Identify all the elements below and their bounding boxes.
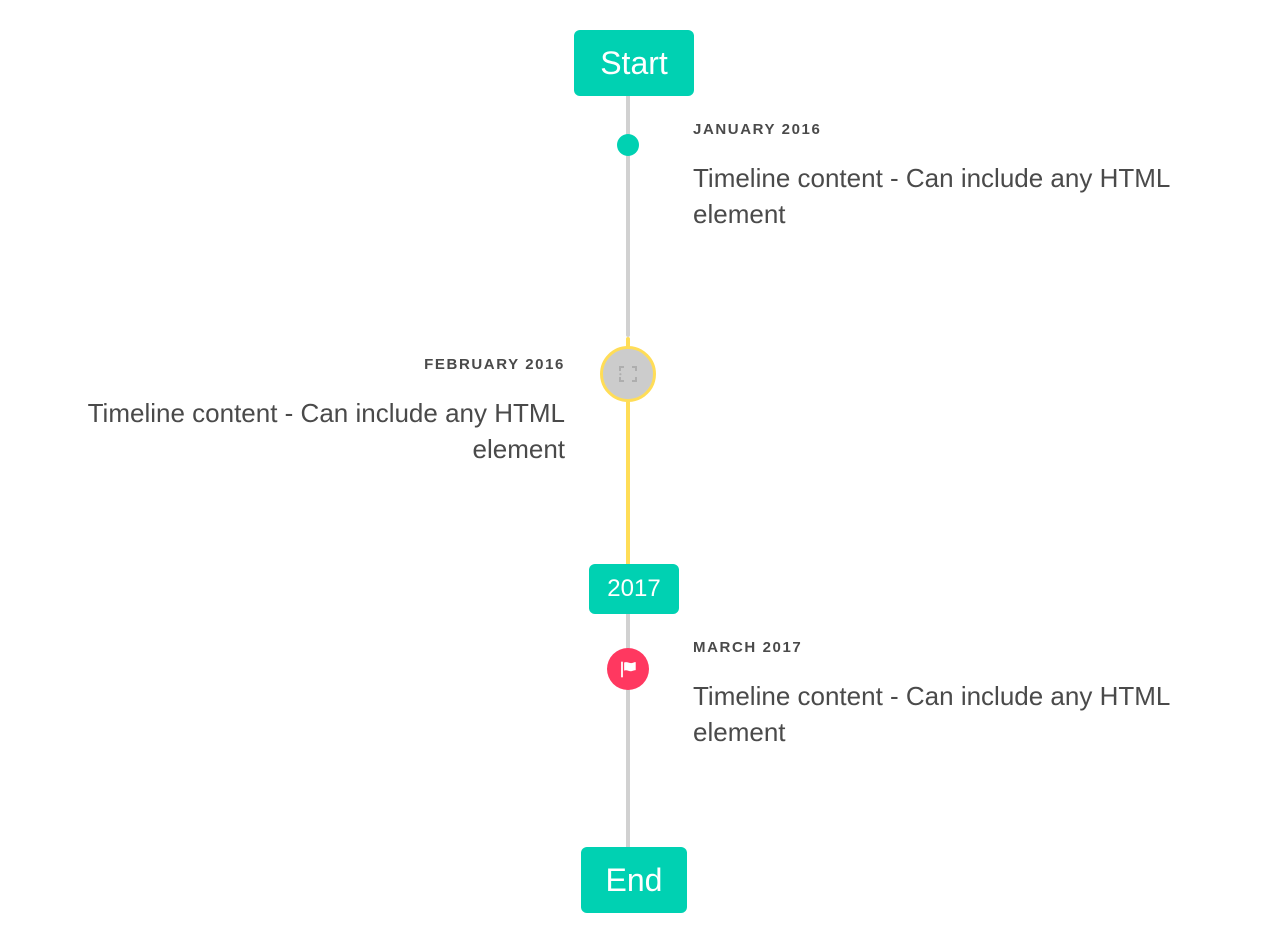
timeline-start-badge[interactable]: Start [574,30,694,96]
timeline-body: Timeline content - Can include any HTML … [693,163,1170,229]
timeline-rail-segment-bottom [626,612,630,852]
timeline-body: Timeline content - Can include any HTML … [693,681,1170,747]
broken-image-icon [619,366,637,382]
timeline-heading: JANUARY 2016 [693,121,822,138]
timeline-marker-image[interactable] [600,346,656,402]
timeline-rail-segment-highlight [626,337,630,566]
timeline-end-badge[interactable]: End [581,847,687,913]
timeline-marker-flag[interactable] [607,648,649,690]
timeline-content-january-2016: JANUARY 2016 Timeline content - Can incl… [693,122,1223,233]
timeline-heading: FEBRUARY 2016 [424,356,565,373]
timeline-content-march-2017: MARCH 2017 Timeline content - Can includ… [693,640,1223,751]
timeline-content-february-2016: FEBRUARY 2016 Timeline content - Can inc… [40,357,565,468]
timeline-year-badge-2017[interactable]: 2017 [589,564,679,614]
timeline-rail-segment-top [626,92,630,337]
timeline-marker-dot[interactable] [617,134,639,156]
timeline-body: Timeline content - Can include any HTML … [87,398,565,464]
timeline-heading: MARCH 2017 [693,639,803,656]
flag-icon [620,661,636,677]
